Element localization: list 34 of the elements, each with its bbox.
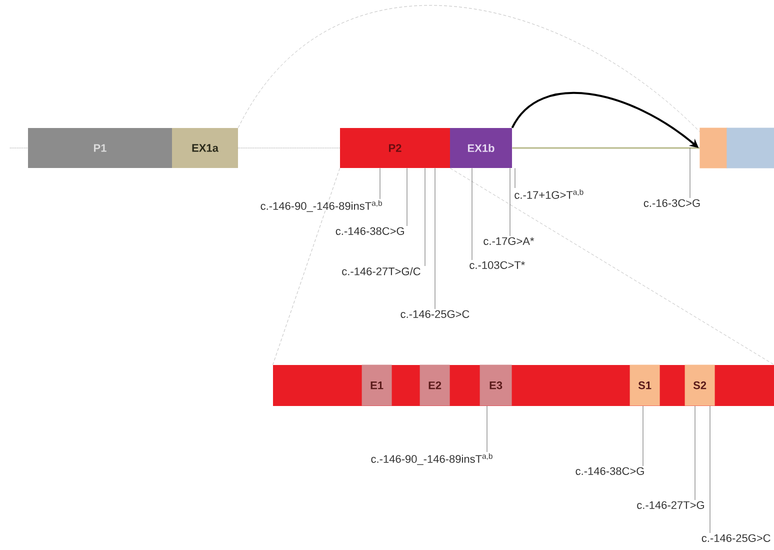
connector-line <box>512 147 700 149</box>
mutation-label: c.-146-27T>G/C <box>342 267 420 276</box>
exon-box <box>700 128 728 168</box>
mutation-label: c.-146-38C>G <box>336 227 404 235</box>
element-box: S1 <box>630 364 660 406</box>
element-box: E2 <box>420 364 450 406</box>
mutation-label: c.-146-25G>C <box>702 534 770 542</box>
element-box: E3 <box>480 364 512 406</box>
zoom-line <box>450 168 774 365</box>
zoom-line <box>272 168 340 365</box>
leader-line <box>406 168 408 226</box>
exon-box <box>726 128 774 168</box>
leader-line <box>514 168 516 188</box>
mutation-label: c.-146-25G>C <box>400 310 470 318</box>
exon-box: EX1b <box>450 128 512 168</box>
mutation-label: c.-146-27T>G <box>637 501 704 509</box>
exon-box: EX1a <box>172 128 238 168</box>
leader-line <box>642 406 644 466</box>
mutation-label: c.-16-3C>G <box>644 199 700 207</box>
leader-line <box>694 406 696 500</box>
element-box: S2 <box>684 364 715 406</box>
splice-curve <box>238 6 700 132</box>
mutation-label: c.-17G>A* <box>484 237 534 245</box>
leader-line <box>424 168 426 266</box>
mutation-label: c.-17+1G>T$^{a,b}$ <box>514 189 584 199</box>
leader-line <box>434 168 436 310</box>
promoter-box: P2 <box>340 128 450 168</box>
leader-line <box>486 406 488 452</box>
mutation-label: c.-146-90_-146-89insT$^{a,b}$ <box>260 200 382 212</box>
mutation-label: c.-103C>T* <box>470 261 525 269</box>
promoter-box: P1 <box>28 128 172 168</box>
mutation-label: c.-146-38C>G <box>576 467 644 475</box>
mutation-label: c.-146-90_-146-89insT$^{a,b}$ <box>371 453 492 465</box>
element-box: E1 <box>362 364 392 406</box>
